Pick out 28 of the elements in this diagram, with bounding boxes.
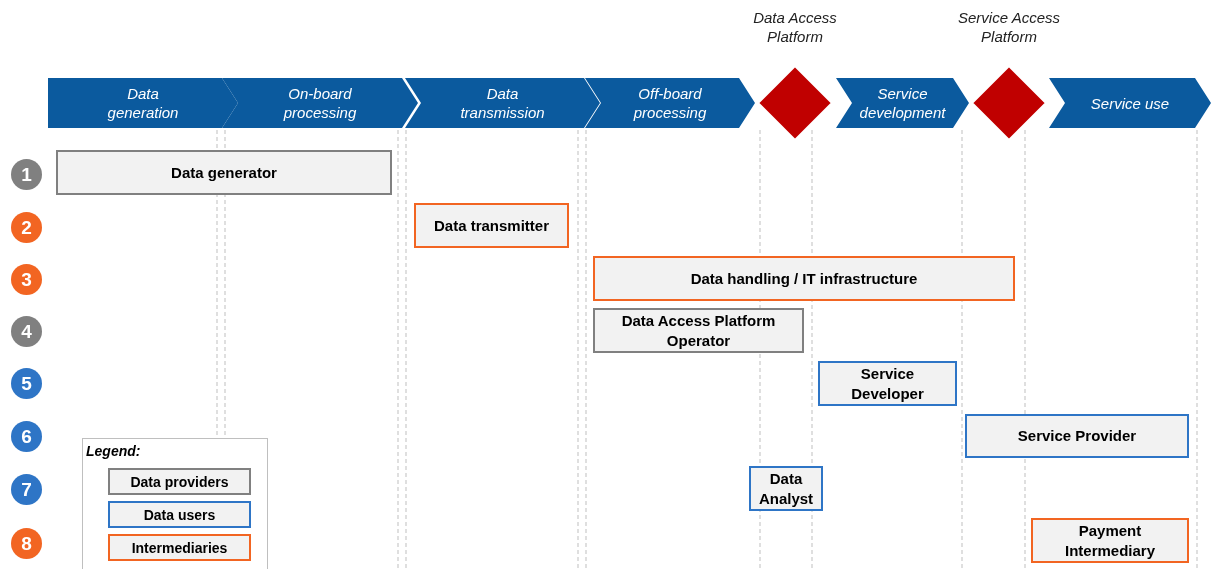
role-box: Data Access Platform Operator	[593, 308, 804, 353]
role-box: Payment Intermediary	[1031, 518, 1189, 563]
step-number: 4	[11, 316, 42, 347]
stage-header: On-board processing	[222, 78, 418, 128]
role-box: Data handling / IT infrastructure	[593, 256, 1015, 301]
stage-header: Service development	[836, 78, 969, 128]
stage-header: Data transmission	[405, 78, 600, 128]
role-box: Service Developer	[818, 361, 957, 406]
legend-title: Legend:	[86, 443, 141, 459]
step-number: 2	[11, 212, 42, 243]
role-box: Service Provider	[965, 414, 1189, 458]
step-number: 3	[11, 264, 42, 295]
step-number: 7	[11, 474, 42, 505]
stage-header: Data generation	[48, 78, 238, 128]
stage-header: Service use	[1049, 78, 1211, 128]
platform-label: Data Access Platform	[752, 8, 838, 46]
stage-header: Off-board processing	[585, 78, 755, 128]
role-box: Data Analyst	[749, 466, 823, 511]
role-box: Data generator	[56, 150, 392, 195]
platform-label: Service Access Platform	[957, 8, 1061, 46]
step-number: 6	[11, 421, 42, 452]
step-number: 8	[11, 528, 42, 559]
step-number: 5	[11, 368, 42, 399]
legend-item: Intermediaries	[108, 534, 251, 561]
legend-item: Data providers	[108, 468, 251, 495]
legend-item: Data users	[108, 501, 251, 528]
step-number: 1	[11, 159, 42, 190]
role-box: Data transmitter	[414, 203, 569, 248]
